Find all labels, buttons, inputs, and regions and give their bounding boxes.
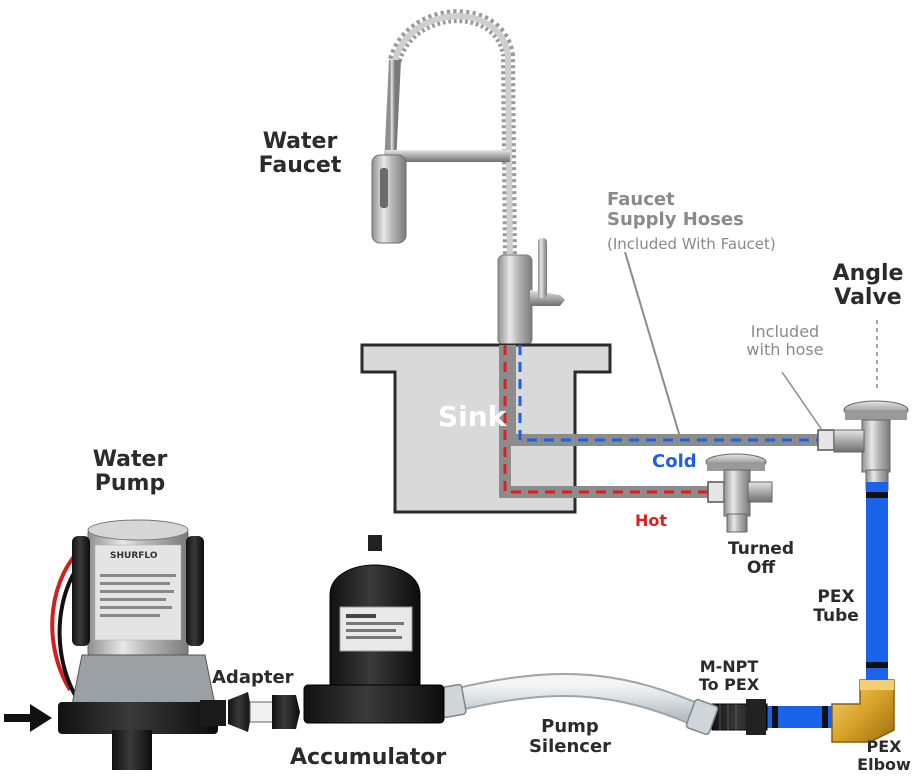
turned-off-label: Turned Off xyxy=(716,540,806,577)
mnpt-line-2: To PEX xyxy=(698,674,760,694)
pex-tube-line-1: PEX xyxy=(817,587,855,607)
water-pump-label: Water Pump xyxy=(80,447,180,497)
water-pump-graphic xyxy=(50,519,226,770)
pump-brand-label: SHURFLO xyxy=(110,551,158,561)
sink-label: Sink xyxy=(438,400,507,433)
pump-silencer-line-1: Pump xyxy=(541,716,599,737)
supply-hoses xyxy=(499,345,835,503)
pump-silencer-graphic xyxy=(437,673,719,736)
angle-valve-line-1: Angle xyxy=(832,261,904,286)
water-faucet-line-1: Water xyxy=(262,129,338,154)
accumulator-graphic xyxy=(303,535,445,724)
angle-valve-graphic xyxy=(833,400,909,491)
supply-hoses-note: (Included With Faucet) xyxy=(607,235,776,253)
adapter-label: Adapter xyxy=(212,667,294,688)
pex-tube-line-2: Tube xyxy=(813,605,859,626)
angle-valve-label: Angle Valve xyxy=(818,261,918,311)
faucet-graphic xyxy=(371,9,565,346)
water-faucet-label: Water Faucet xyxy=(250,129,350,179)
supply-hoses-line-2: Supply Hoses xyxy=(607,208,744,230)
hot-label: Hot xyxy=(635,511,668,530)
water-pump-line-2: Pump xyxy=(94,471,166,497)
pex-elbow-line-1: PEX xyxy=(866,737,902,756)
pump-silencer-line-2: Silencer xyxy=(528,735,612,757)
water-pump-line-1: Water xyxy=(92,447,168,472)
included-line-1: Included xyxy=(750,322,820,341)
pex-elbow-label: PEX Elbow xyxy=(852,738,916,773)
pex-tube-label: PEX Tube xyxy=(804,588,868,625)
inlet-arrow-icon xyxy=(4,704,52,732)
turned-off-valve-graphic xyxy=(705,453,773,533)
angle-valve-line-2: Valve xyxy=(834,285,902,311)
pex-elbow-line-2: Elbow xyxy=(857,754,911,774)
accumulator-label: Accumulator xyxy=(290,745,447,770)
turned-off-line-1: Turned xyxy=(727,539,795,559)
included-leader xyxy=(781,371,823,431)
cold-label: Cold xyxy=(652,451,697,472)
water-faucet-line-2: Faucet xyxy=(258,153,342,179)
sink-graphic xyxy=(360,343,612,514)
mnpt-adapter-graphic xyxy=(711,699,768,735)
pump-silencer-label: Pump Silencer xyxy=(520,717,620,757)
mnpt-line-1: M-NPT xyxy=(699,657,759,676)
supply-hoses-line-1: Faucet xyxy=(607,189,675,210)
turned-off-line-2: Off xyxy=(746,557,776,578)
included-line-2: with hose xyxy=(746,339,824,359)
supply-hoses-label: Faucet Supply Hoses xyxy=(607,190,744,230)
adapter-graphic xyxy=(228,692,300,732)
mnpt-to-pex-label: M-NPT To PEX xyxy=(684,658,774,693)
pex-tube-graphic xyxy=(765,482,888,728)
hoses-leader xyxy=(624,251,681,438)
included-with-hose-label: Included with hose xyxy=(730,323,840,358)
pex-elbow-graphic xyxy=(831,679,895,743)
cold-line xyxy=(518,345,820,442)
